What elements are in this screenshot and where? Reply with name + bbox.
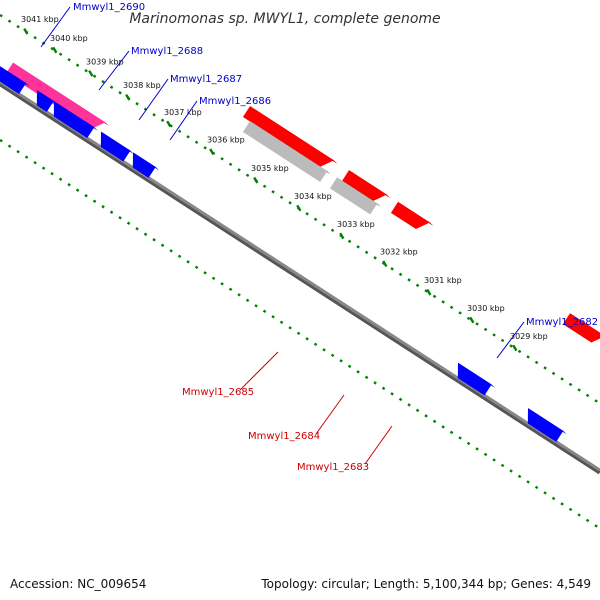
gene-mmwyl1-2685 bbox=[242, 121, 331, 182]
gene-label-text: Mmwyl1_2682 bbox=[526, 317, 598, 328]
gene-label[interactable]: Mmwyl1_2688 bbox=[98, 46, 203, 91]
gene-red-4 bbox=[562, 313, 600, 343]
accession-text: Accession: NC_009654 bbox=[10, 577, 147, 591]
tick-label: 3032 kbp bbox=[380, 248, 418, 257]
tick-label: 3031 kbp bbox=[424, 276, 462, 285]
gene-label-leader bbox=[138, 78, 169, 121]
tick-label: 3037 kbp bbox=[164, 108, 202, 117]
gene-mmwyl1-2690 bbox=[5, 62, 109, 129]
tick-layer: 3041 kbp 3040 kbp 3039 kbp 3038 kbp 3037 kbp… bbox=[0, 13, 598, 528]
gene-label-text: Mmwyl1_2685 bbox=[182, 387, 254, 398]
genome-backbone-shadow bbox=[0, 81, 600, 475]
genome-backbone bbox=[0, 80, 600, 472]
major-tick bbox=[209, 148, 215, 156]
tick-label: 3030 kbp bbox=[467, 304, 505, 313]
gene-label-layer: Mmwyl1_2690Mmwyl1_2688Mmwyl1_2687Mmwyl1_… bbox=[40, 2, 598, 473]
gene-label-text: Mmwyl1_2687 bbox=[170, 74, 242, 85]
gene-label-leader bbox=[98, 50, 130, 91]
gene-label-text: Mmwyl1_2688 bbox=[131, 46, 203, 57]
backbone-layer bbox=[0, 80, 600, 475]
map-title: Marinomonas sp. MWYL1, complete genome bbox=[129, 11, 440, 27]
gene-label[interactable]: Mmwyl1_2687 bbox=[138, 74, 242, 121]
major-tick bbox=[253, 176, 259, 184]
gene-mmwyl1-2684 bbox=[329, 177, 381, 215]
gene-label[interactable]: Mmwyl1_2684 bbox=[248, 394, 345, 442]
tick-track-upper bbox=[0, 13, 598, 403]
gene-label-text: Mmwyl1_2683 bbox=[297, 462, 369, 473]
gene-label-leader bbox=[496, 321, 525, 359]
gene-label-leader bbox=[364, 425, 393, 465]
gene-label-text: Mmwyl1_2684 bbox=[248, 431, 320, 442]
gene-label-text: Mmwyl1_2690 bbox=[73, 2, 145, 13]
major-tick bbox=[23, 27, 29, 35]
gene-label-leader bbox=[239, 351, 279, 391]
gene-layer bbox=[0, 62, 600, 442]
gene-label-leader bbox=[315, 394, 345, 435]
tick-label: 3033 kbp bbox=[337, 220, 375, 229]
gene-blue-1 bbox=[0, 66, 30, 95]
genome-summary-text: Topology: circular; Length: 5,100,344 bp… bbox=[261, 577, 591, 591]
gene-mmwyl1-2687 bbox=[100, 131, 134, 162]
major-tick bbox=[166, 120, 172, 128]
tick-label: 3039 kbp bbox=[86, 57, 124, 66]
tick-label: 3041 kbp bbox=[21, 15, 59, 24]
major-tick bbox=[52, 46, 58, 54]
major-tick bbox=[88, 70, 94, 77]
tick-label: 3040 kbp bbox=[50, 34, 88, 43]
major-tick bbox=[426, 288, 432, 296]
tick-label: 3038 kbp bbox=[123, 81, 161, 90]
major-tick bbox=[512, 344, 518, 352]
gene-red-2 bbox=[341, 170, 391, 202]
gene-label[interactable]: Mmwyl1_2686 bbox=[169, 96, 271, 141]
tick-label: 3034 kbp bbox=[294, 192, 332, 201]
gene-mmwyl1-2686 bbox=[132, 152, 160, 178]
gene-label[interactable]: Mmwyl1_2685 bbox=[182, 351, 279, 398]
tick-track-lower bbox=[0, 138, 598, 528]
tick-label: 3036 kbp bbox=[207, 136, 245, 145]
major-tick bbox=[125, 94, 131, 101]
major-tick bbox=[469, 316, 475, 324]
gene-blue-2 bbox=[36, 90, 58, 112]
gene-red-3 bbox=[390, 201, 434, 230]
gene-label-text: Mmwyl1_2686 bbox=[199, 96, 271, 107]
tick-label: 3035 kbp bbox=[251, 164, 289, 173]
gene-label-leader bbox=[40, 6, 71, 48]
gene-label[interactable]: Mmwyl1_2690 bbox=[40, 2, 145, 48]
gene-mmwyl1-2682 bbox=[457, 362, 496, 396]
gene-label-leader bbox=[169, 100, 198, 141]
gene-blue-3 bbox=[527, 408, 567, 442]
major-tick bbox=[382, 260, 388, 268]
tick-label: 3029 kbp bbox=[510, 332, 548, 341]
gene-label[interactable]: Mmwyl1_2682 bbox=[496, 317, 598, 359]
gene-mmwyl1-2688 bbox=[53, 101, 98, 139]
gene-label[interactable]: Mmwyl1_2683 bbox=[297, 425, 393, 473]
major-tick bbox=[339, 232, 345, 240]
gene-red-1 bbox=[242, 106, 338, 167]
major-tick bbox=[296, 204, 302, 212]
